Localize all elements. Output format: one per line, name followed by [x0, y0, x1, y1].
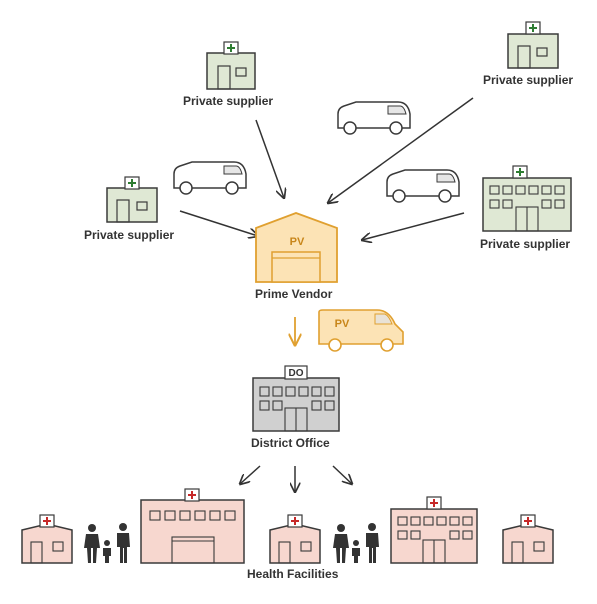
family-icon-right — [333, 523, 379, 563]
label-supplier-right: Private supplier — [480, 237, 571, 251]
delivery-van-left — [173, 161, 247, 195]
private-supplier-building-top-right — [507, 21, 559, 69]
label-prime-vendor: Prime Vendor — [255, 287, 333, 301]
delivery-van-right — [386, 169, 460, 203]
label-supplier-top-center: Private supplier — [183, 94, 274, 108]
health-facility-small-2 — [269, 514, 321, 564]
district-badge: DO — [289, 368, 304, 379]
arrow-supplier-right-to-vendor — [362, 212, 465, 240]
label-supplier-left: Private supplier — [84, 228, 175, 242]
district-office-building — [252, 365, 340, 432]
health-facility-hospital-1 — [140, 488, 245, 564]
arrow-supplier-top-center-to-vendor — [255, 119, 284, 198]
warehouse-badge: PV — [290, 236, 305, 248]
arrow-supplier-top-right-to-vendor — [328, 97, 474, 203]
private-supplier-building-left — [106, 176, 158, 223]
private-supplier-building-right — [482, 165, 572, 232]
label-health-facilities: Health Facilities — [247, 567, 339, 581]
health-facility-small-3 — [502, 514, 554, 564]
delivery-van-top — [337, 101, 411, 135]
arrow-district-to-facilities-right — [332, 465, 352, 484]
family-icon-left — [84, 523, 130, 563]
label-district-office: District Office — [251, 436, 330, 450]
arrow-district-to-facilities-left — [240, 465, 261, 484]
health-facility-small-1 — [21, 514, 73, 564]
prime-vendor-van — [318, 309, 404, 352]
private-supplier-building-top-center — [206, 41, 256, 90]
label-supplier-top-right: Private supplier — [483, 73, 574, 87]
health-facility-hospital-2 — [390, 496, 478, 564]
prime-vendor-warehouse — [255, 212, 338, 283]
van-badge: PV — [335, 318, 350, 330]
arrow-supplier-left-to-vendor — [179, 210, 258, 236]
